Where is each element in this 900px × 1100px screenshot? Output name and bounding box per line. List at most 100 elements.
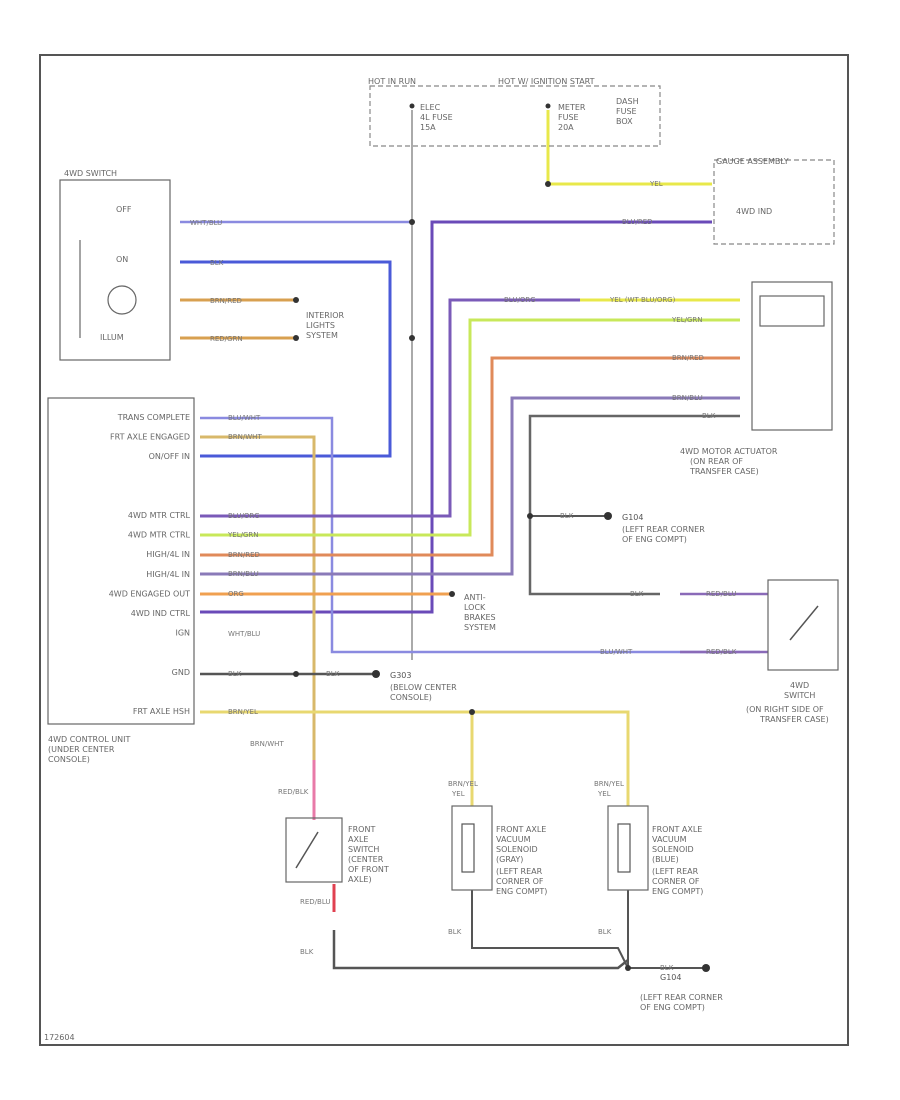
fa-brn-wht-label: BRN/WHT: [250, 740, 284, 748]
motor-actuator: BLU/ORG YEL (WT BLU/ORG) YEL/GRN BRN/RED…: [504, 281, 833, 476]
sol-gray-blk: BLK: [448, 928, 462, 936]
fuse-box-outline: [369, 85, 661, 147]
fa-caption-6: AXLE): [348, 875, 372, 884]
wire-brn-wht: [200, 435, 316, 760]
cu-yel-grn-label: YEL/GRN: [227, 531, 258, 539]
control-unit-pin-label: HIGH/4L IN: [146, 570, 190, 579]
sol-blue-6: CORNER OF: [652, 877, 700, 886]
control-unit-pin-label: 4WD IND CTRL: [131, 609, 191, 618]
fuse1-node: [409, 103, 415, 109]
sol-gray-5: (LEFT REAR: [496, 867, 543, 876]
brn-yel-splice: [469, 709, 475, 715]
solenoid-gray: BRN/YEL YEL BLK FRONT AXLE VACUUM SOLENO…: [448, 780, 547, 936]
gauge-blu-red-label: BLU/RED: [622, 218, 653, 226]
control-unit-pin-label: GND: [172, 668, 190, 677]
g104-upper-id: G104: [622, 513, 643, 522]
act-yel-grn-label: YEL/GRN: [671, 316, 702, 324]
actuator-caption-3: TRANSFER CASE): [689, 467, 759, 476]
tc-red-blu-label: RED/BLU: [706, 590, 737, 598]
control-unit-pin-label: IGN: [175, 629, 190, 638]
interior-line2: LIGHTS: [306, 321, 335, 330]
cu-blu-org-label: BLU/ORG: [228, 512, 260, 520]
fuse-box-right-label: HOT W/ IGNITION START: [498, 77, 595, 86]
tc-blk-label: BLK: [630, 590, 644, 598]
fa-caption-3: SWITCH: [348, 845, 379, 854]
fuse-box: HOT IN RUN HOT W/ IGNITION START ELEC 4L…: [368, 77, 661, 341]
sol-gray-6: CORNER OF: [496, 877, 544, 886]
actuator-outline: [751, 281, 833, 431]
interior-line1: INTERIOR: [306, 311, 345, 320]
fa-blk-label: BLK: [300, 948, 314, 956]
fa-caption-4: (CENTER: [348, 855, 384, 864]
switch-transfer-case: BLK RED/BLU BLU/WHT RED/BLK 4WD SWITCH (…: [600, 579, 839, 724]
cu-caption-2: (UNDER CENTER: [48, 745, 115, 754]
sol-gray-yel: YEL: [451, 790, 465, 798]
control-unit-pin-label: 4WD ENGAGED OUT: [109, 589, 190, 598]
antilock-3: BRAKES: [464, 613, 496, 622]
switch-4wd-illum: ILLUM: [100, 333, 124, 342]
control-unit-outline: [47, 397, 195, 725]
tc-caption-4: TRANSFER CASE): [759, 715, 829, 724]
fuse1-line1: ELEC: [420, 103, 441, 112]
fuse1-line3: 15A: [420, 123, 436, 132]
g104-lower-desc-1: (LEFT REAR CORNER: [640, 993, 723, 1002]
sol-gray-coil: [461, 823, 475, 873]
ground-g303: BLK G303 (BELOW CENTER CONSOLE): [293, 670, 475, 715]
switch-4wd-title: 4WD SWITCH: [64, 169, 117, 178]
wire-brn-yel: [200, 710, 630, 806]
sol-blue-brn-yel: BRN/YEL: [594, 780, 624, 788]
cu-blk-label: BLK: [228, 670, 242, 678]
act-blk-label: BLK: [702, 412, 716, 420]
g303-ground-icon: [372, 670, 380, 678]
g303-id: G303: [390, 671, 411, 680]
switch-4wd: 4WD SWITCH OFF ON ILLUM WHT/BLU BLK BRN/…: [59, 169, 345, 361]
cu-caption-1: 4WD CONTROL UNIT: [48, 735, 131, 744]
gauge-outline: [713, 159, 835, 245]
switch-4wd-outline: [59, 179, 171, 361]
yel-splice: [545, 181, 551, 187]
g104-lower-splice: [625, 965, 631, 971]
wire-blu-red: [200, 220, 712, 614]
act-blu-org-label: BLU/ORG: [504, 296, 536, 304]
g104-upper-ground-icon: [604, 512, 612, 520]
sol-blue-blk: BLK: [598, 928, 612, 936]
cu-brn-blu-label: BRN/BLU: [228, 570, 259, 578]
sol-gray-brn-yel: BRN/YEL: [448, 780, 478, 788]
sol-blue-coil: [617, 823, 631, 873]
antilock-1: ANTI-: [464, 593, 486, 602]
cu-blu-wht-label: BLU/WHT: [228, 414, 261, 422]
switch-4wd-on: ON: [116, 255, 128, 264]
g303-splice: [293, 671, 299, 677]
gauge-title: GAUGE ASSEMBLY: [716, 157, 789, 166]
control-unit-pin-label: 4WD MTR CTRL: [128, 511, 191, 520]
fa-red-blu-label: RED/BLU: [300, 898, 331, 906]
fuse-box-left-label: HOT IN RUN: [368, 77, 416, 86]
wht-splice: [409, 219, 415, 225]
act-brn-red-label: BRN/RED: [672, 354, 704, 362]
sol-blue-7: ENG COMPT): [652, 887, 703, 896]
wire-blk-switch: [180, 260, 392, 458]
wire-brn-red-2: [200, 356, 740, 557]
g104-upper-desc-2: OF ENG COMPT): [622, 535, 687, 544]
lamp-icon: [107, 285, 137, 315]
g104-lower-blk: BLK: [660, 964, 674, 972]
ground-g104-lower: BLK G104 (LEFT REAR CORNER OF ENG COMPT): [625, 964, 723, 1012]
fuse-box-name-1: DASH: [616, 97, 639, 106]
ground-g104-upper: BLK G104 (LEFT REAR CORNER OF ENG COMPT): [527, 512, 705, 544]
tc-caption-2: SWITCH: [784, 691, 815, 700]
fuse2-node: [545, 103, 551, 109]
g104-lower-desc-2: OF ENG COMPT): [640, 1003, 705, 1012]
fa-caption-2: AXLE: [348, 835, 368, 844]
antilock-system: ANTI- LOCK BRAKES SYSTEM: [449, 591, 496, 632]
fuse-box-name-3: BOX: [616, 117, 633, 126]
sol-gray-4: (GRAY): [496, 855, 523, 864]
act-brn-blu-label: BRN/BLU: [672, 394, 703, 402]
sol-gray-1: FRONT AXLE: [496, 825, 546, 834]
g104-upper-desc-1: (LEFT REAR CORNER: [622, 525, 705, 534]
actuator-caption-2: (ON REAR OF: [690, 457, 743, 466]
wire-blu-org: [200, 298, 580, 518]
g104-upper-splice: [527, 513, 533, 519]
fa-caption-5: OF FRONT: [348, 865, 389, 874]
